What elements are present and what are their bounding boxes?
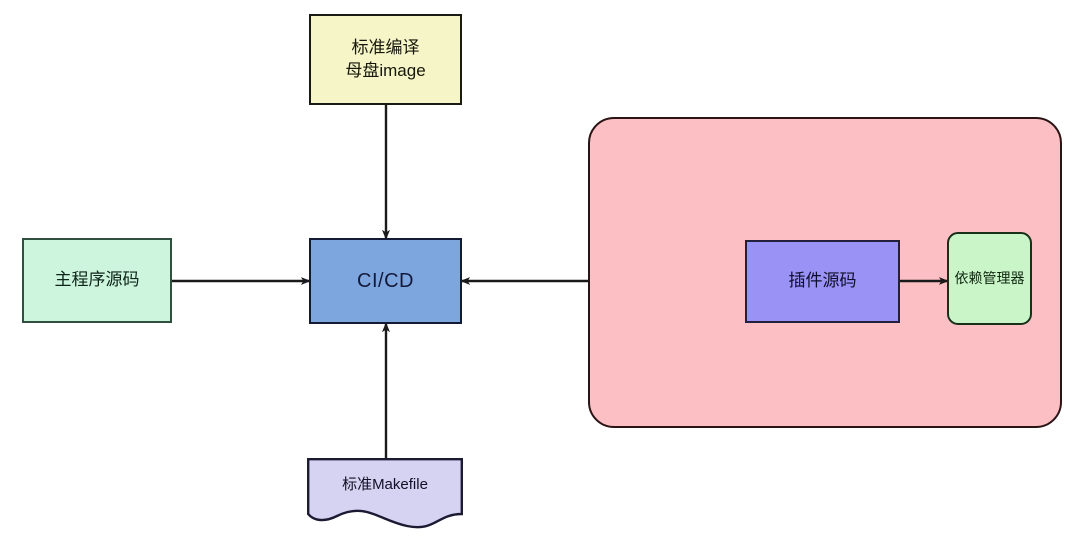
node-main-program-source-label: 主程序源码 xyxy=(54,270,140,290)
node-main-program-source[interactable]: 主程序源码 xyxy=(22,238,172,323)
node-plugin-source[interactable]: 插件源码 xyxy=(745,240,900,323)
node-dependency-manager-label: 依赖管理器 xyxy=(954,270,1025,287)
node-cicd-label: CI/CD xyxy=(357,269,414,292)
node-cicd[interactable]: CI/CD xyxy=(309,238,462,324)
node-plugin-source-label: 插件源码 xyxy=(788,271,857,291)
node-standard-makefile-label: 标准Makefile xyxy=(342,476,428,493)
document-shape-icon xyxy=(307,458,463,529)
node-standard-build-image[interactable]: 标准编译 母盘image xyxy=(309,14,462,105)
node-standard-makefile[interactable]: 标准Makefile xyxy=(307,458,463,530)
node-standard-build-image-label: 标准编译 母盘image xyxy=(345,37,426,80)
node-dependency-manager[interactable]: 依赖管理器 xyxy=(947,232,1032,325)
